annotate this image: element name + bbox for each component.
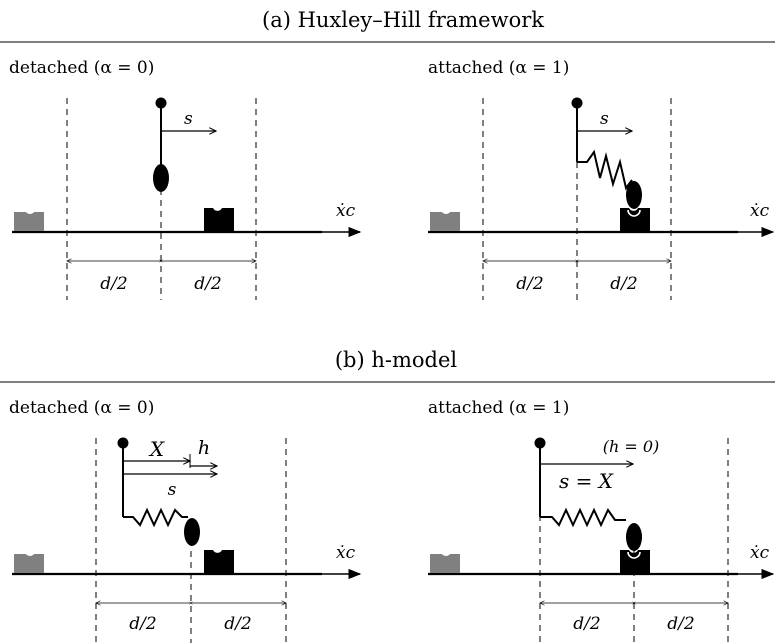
s-eq-x-label: s = X	[559, 469, 614, 493]
myosin-spring	[123, 507, 188, 528]
state-label: attached (α = 1)	[428, 398, 569, 418]
panel-a-left: detached (α = 0) s ẋc d/2 d/2	[9, 58, 362, 300]
myosin-spring	[577, 149, 633, 191]
velocity-label: ẋc	[336, 543, 356, 563]
binding-site-black	[204, 208, 234, 231]
state-label: detached (α = 0)	[9, 58, 154, 78]
d-half-right-label: d/2	[610, 274, 637, 294]
binding-site-gray	[430, 212, 460, 231]
binding-site-black	[204, 550, 234, 573]
velocity-label: ẋc	[750, 543, 770, 563]
s-label: s	[168, 480, 177, 500]
myosin-head	[184, 518, 200, 546]
h-zero-label: (h = 0)	[603, 437, 660, 456]
binding-site-gray	[430, 554, 460, 573]
head-site-contact	[627, 551, 641, 559]
panel-b-title: (b) h-model	[335, 348, 458, 372]
binding-site-black	[620, 208, 650, 231]
head-site-contact	[627, 209, 641, 217]
binding-site-gray	[14, 554, 44, 573]
s-label: s	[184, 109, 193, 129]
d-half-left-label: d/2	[516, 274, 543, 294]
panel-b-right: attached (α = 1) (h = 0) s = X ẋc d/2 d/…	[428, 398, 775, 643]
velocity-label: ẋc	[750, 201, 770, 221]
d-half-left-label: d/2	[129, 614, 156, 634]
myosin-head	[626, 181, 642, 209]
binding-site-black	[620, 550, 650, 573]
myosin-spring	[540, 507, 626, 528]
panel-a-title: (a) Huxley–Hill framework	[262, 8, 544, 32]
h-label: h	[198, 437, 210, 459]
s-label: s	[600, 109, 609, 129]
panel-b-left: detached (α = 0) X h s ẋc d/2 d/2	[9, 398, 362, 643]
panel-a-right: attached (α = 1) s ẋc d/2 d/2	[428, 58, 775, 300]
binding-site-gray	[14, 212, 44, 231]
d-half-left-label: d/2	[573, 614, 600, 634]
state-label: detached (α = 0)	[9, 398, 154, 418]
d-half-right-label: d/2	[667, 614, 694, 634]
x-label: X	[148, 437, 165, 461]
d-half-left-label: d/2	[100, 274, 127, 294]
d-half-right-label: d/2	[224, 614, 251, 634]
myosin-head	[153, 164, 169, 192]
velocity-label: ẋc	[336, 201, 356, 221]
state-label: attached (α = 1)	[428, 58, 569, 78]
d-half-right-label: d/2	[194, 274, 221, 294]
myosin-head	[626, 523, 642, 551]
